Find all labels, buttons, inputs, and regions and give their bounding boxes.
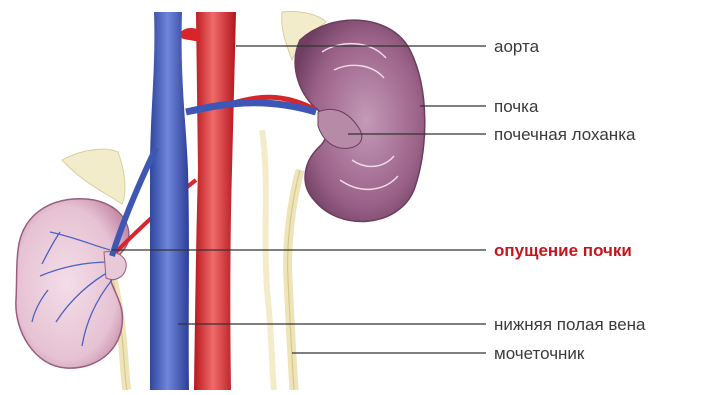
label-kidney: почка xyxy=(494,98,538,115)
adrenal-gland-left xyxy=(62,149,125,204)
label-nephroptosis: опущение почки xyxy=(494,242,632,259)
kidney-left xyxy=(16,199,129,368)
inferior-vena-cava xyxy=(150,12,189,390)
ureter-right xyxy=(288,170,300,390)
label-ureter: мочеточник xyxy=(494,345,584,362)
label-aorta: аорта xyxy=(494,38,539,55)
connective-tissue xyxy=(262,130,274,390)
label-renal-pelvis: почечная лоханка xyxy=(494,126,635,143)
aorta xyxy=(194,12,236,390)
label-inferior-vena-cava: нижняя полая вена xyxy=(494,316,646,333)
kidney-right xyxy=(295,20,425,221)
